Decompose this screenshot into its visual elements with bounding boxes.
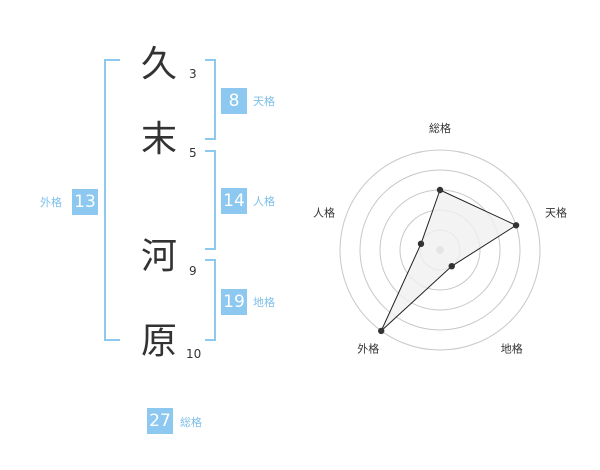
stroke-count-2: 5 (189, 146, 197, 160)
tenkaku-value-badge: 8 (221, 88, 247, 114)
chikaku-value-badge: 19 (221, 289, 247, 315)
gaikaku-label: 外格 (40, 196, 62, 209)
chikaku-bracket (205, 259, 216, 341)
jinkaku-bracket (205, 150, 216, 250)
stroke-count-4: 10 (186, 347, 202, 361)
radar-area (380, 189, 518, 332)
gaikaku-value-badge: 13 (72, 189, 98, 215)
radar-grid-ring (339, 149, 541, 351)
radar-axis-label: 人格 (313, 205, 335, 219)
gaikaku-bracket (104, 59, 120, 341)
jinkaku-label: 人格 (253, 195, 275, 208)
radar-axis-label: 総格 (429, 121, 451, 135)
radar-point (436, 186, 444, 194)
chikaku-label: 地格 (253, 296, 275, 309)
name-char-4: 原 (140, 321, 177, 362)
soukaku-value-badge: 27 (147, 408, 173, 434)
radar-axis-label: 外格 (357, 342, 379, 356)
name-char-3: 河 (140, 236, 177, 277)
stroke-count-3: 9 (189, 264, 197, 278)
radar-grid-ring (359, 169, 521, 331)
soukaku-label: 総格 (180, 416, 202, 429)
tenkaku-label: 天格 (253, 95, 275, 108)
stroke-count-1: 3 (189, 67, 197, 81)
radar-point (378, 327, 385, 335)
radar-point (448, 262, 455, 270)
name-char-2: 末 (140, 119, 177, 160)
radar-axis-label: 天格 (545, 205, 567, 219)
jinkaku-value-badge: 14 (221, 188, 247, 214)
radar-point (417, 240, 425, 248)
name-char-1: 久 (140, 44, 177, 85)
radar-point (512, 222, 520, 229)
tenkaku-bracket (205, 59, 216, 140)
radar-axis-label: 地格 (501, 342, 523, 356)
